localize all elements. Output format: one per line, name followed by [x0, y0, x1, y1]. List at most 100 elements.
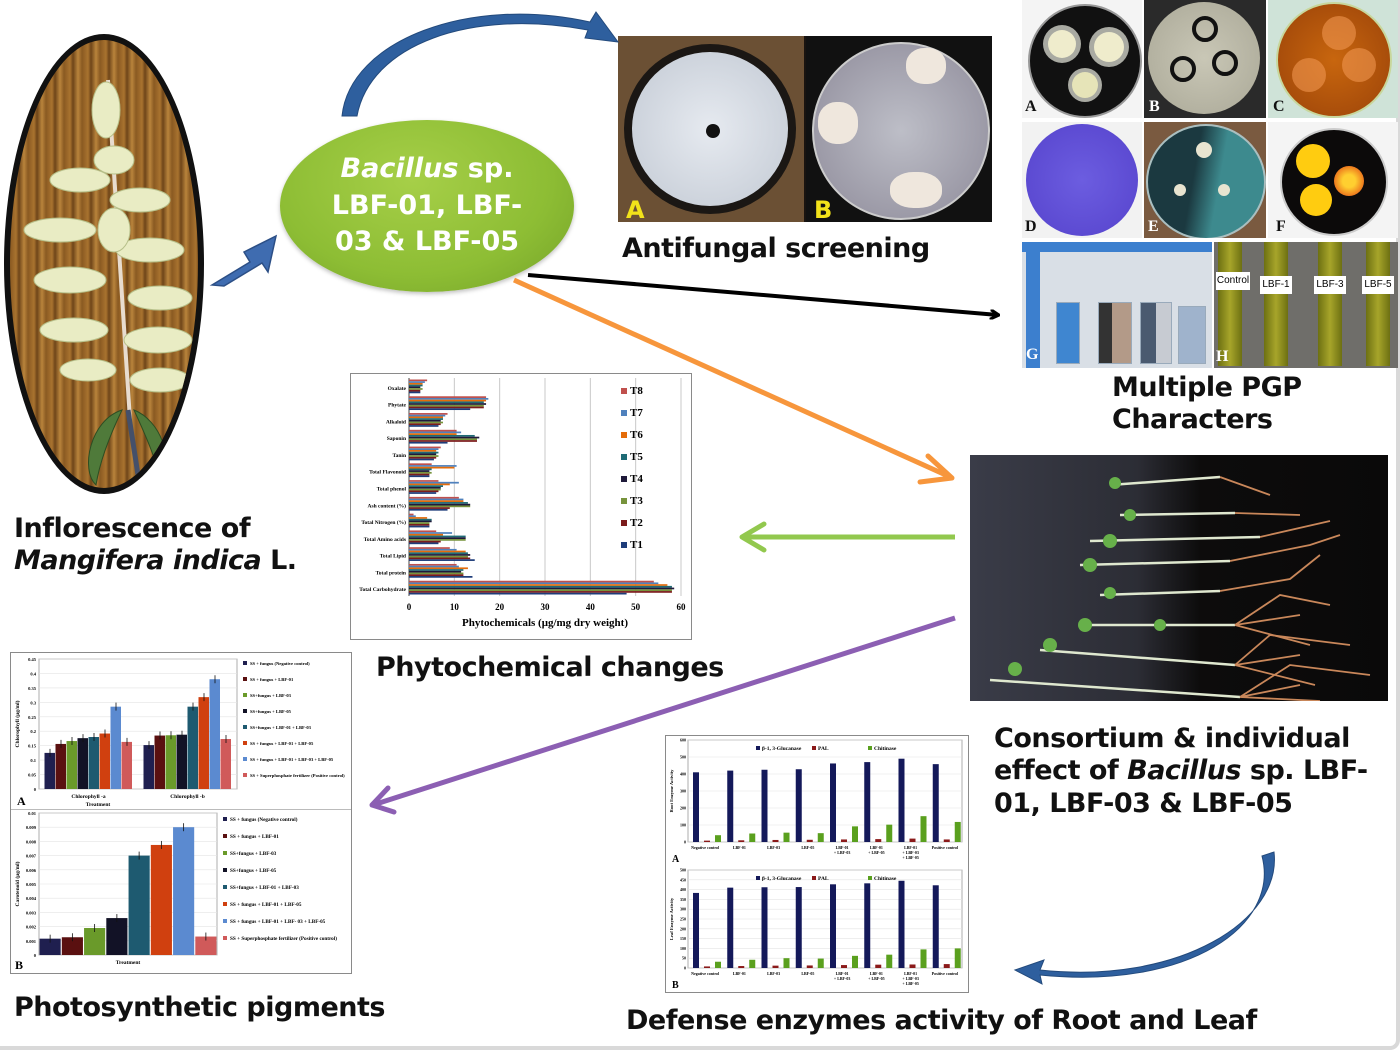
bar — [783, 958, 790, 968]
bar-t8 — [409, 429, 457, 432]
bar-t2 — [409, 440, 477, 442]
bar — [920, 949, 927, 968]
legend-label: SS+fungus + LBF-01 + LBF-03 — [250, 725, 312, 730]
bar — [864, 762, 871, 842]
bar — [77, 738, 88, 789]
x-tick-label: + LBF-03 — [902, 976, 918, 981]
legend-label: T3 — [630, 495, 643, 507]
legend-label: SS + fungus + LBF-01 + LBF-05 — [230, 902, 302, 908]
bar-t1 — [409, 592, 627, 595]
y-tick-label: 500 — [680, 755, 686, 760]
category-label: Total Lipid — [380, 554, 406, 560]
species-author: L. — [261, 545, 297, 577]
bar-t4 — [409, 487, 441, 489]
y-axis-title: Carotenoid (μg/ml) — [14, 861, 21, 906]
pgp-label-e: E — [1148, 218, 1159, 235]
bar-t5 — [409, 485, 443, 487]
x-tick-label: LBF-05 — [801, 971, 814, 976]
bar — [99, 733, 110, 789]
bar-t1 — [409, 391, 421, 394]
pgp-panel-a: A — [1022, 0, 1142, 118]
bar — [704, 840, 710, 842]
x-tick-label: + LBF-05 — [902, 981, 918, 986]
bar — [852, 826, 858, 842]
bar-t3 — [409, 421, 443, 424]
bacterial-colony — [818, 102, 858, 144]
bar-t8 — [409, 496, 459, 499]
bar-t4 — [409, 554, 471, 556]
bar — [772, 839, 779, 842]
x-tick-label: Negative control — [691, 845, 720, 850]
bar — [817, 833, 824, 842]
legend-label: T1 — [630, 539, 643, 551]
bar — [954, 948, 961, 968]
legend-label: T7 — [630, 407, 643, 419]
bar-t5 — [409, 434, 475, 437]
bar — [830, 763, 836, 842]
consortium-caption-line3: 01, LBF-03 & LBF-05 — [994, 787, 1293, 819]
bar-t7 — [409, 448, 439, 451]
x-tick-label: LBF-03 — [767, 845, 780, 850]
bar — [806, 965, 813, 968]
legend-swatch — [621, 476, 627, 482]
bar-t3 — [409, 589, 672, 592]
bar — [886, 954, 893, 968]
x-tick-label: + LBF-03 — [834, 976, 850, 981]
x-tick-label: Chlorophyll -b — [170, 794, 205, 800]
category-label: Tanin — [392, 453, 406, 459]
pgp-label-g: G — [1026, 346, 1039, 363]
bar-t2 — [409, 523, 430, 526]
consortium-caption-line2: effect of Bacillus sp. LBF- — [994, 755, 1368, 787]
bar — [150, 844, 172, 955]
bar — [187, 706, 198, 789]
panel-letter: B — [15, 958, 23, 972]
bar-t5 — [409, 401, 484, 404]
bar-t4 — [409, 453, 437, 456]
bar-t6 — [409, 483, 450, 486]
legend-label: T4 — [630, 473, 643, 485]
bar-t1 — [409, 542, 439, 545]
bar — [195, 936, 217, 955]
pgp-label-h: H — [1216, 348, 1229, 365]
bar-t4 — [409, 470, 430, 472]
bar-t4 — [409, 503, 471, 506]
bar-t3 — [409, 572, 464, 575]
bar-t2 — [409, 490, 439, 493]
bar-t2 — [409, 423, 441, 426]
y-tick-label: 0.01 — [28, 811, 37, 816]
bar-t2 — [409, 591, 672, 593]
bar — [154, 735, 165, 789]
bacillus-strains-line1: LBF-01, LBF- — [331, 189, 523, 221]
bar-t8 — [409, 480, 439, 482]
bar-t2 — [409, 557, 471, 560]
y-tick-label: 150 — [680, 936, 686, 941]
legend-label: SS + fungus (Negative control) — [230, 816, 298, 823]
pgp-photo-grid: A B C D E F — [1022, 0, 1398, 368]
bar-t1 — [409, 458, 434, 461]
x-tick-label: LBF-01 — [836, 845, 849, 850]
legend-swatch — [756, 746, 760, 750]
bar — [727, 887, 734, 968]
photosynthetic-caption: Photosynthetic pigments — [14, 992, 385, 1023]
bar — [693, 892, 699, 968]
legend-swatch — [223, 868, 227, 872]
y-tick-label: 0.25 — [28, 715, 37, 720]
pgp-panel-f: F — [1268, 122, 1398, 238]
pgp-panel-g: G — [1022, 242, 1212, 368]
bar-t5 — [409, 384, 423, 387]
bar-t5 — [409, 468, 432, 471]
bar-t4 — [409, 386, 421, 389]
legend-label: PAL — [818, 746, 829, 752]
legend-swatch — [223, 919, 227, 923]
inflorescence-caption: Inflorescence of Mangifera indica L. — [14, 513, 297, 578]
bar — [875, 964, 882, 968]
bar — [852, 955, 858, 968]
bar-t7 — [409, 381, 425, 383]
bar-t7 — [409, 481, 459, 484]
bar — [932, 764, 939, 842]
bar-t2 — [409, 574, 464, 577]
legend-swatch — [223, 817, 227, 821]
bar — [772, 965, 779, 968]
bar-t3 — [409, 522, 430, 524]
